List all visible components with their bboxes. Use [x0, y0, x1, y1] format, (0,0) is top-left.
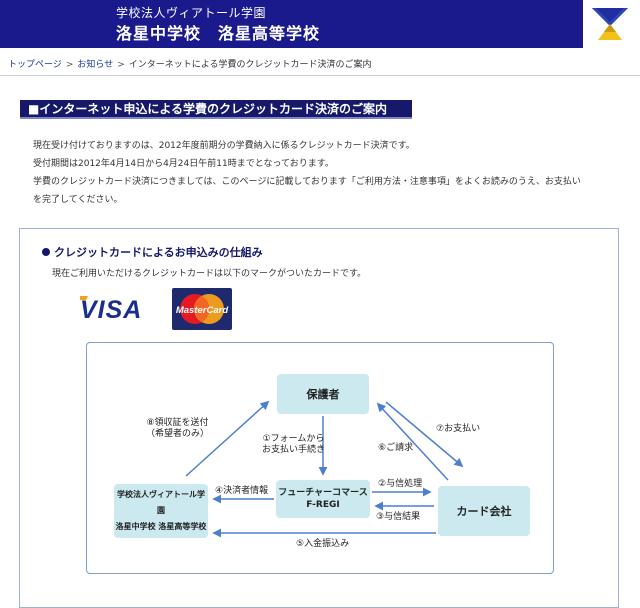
header-band: [0, 0, 108, 48]
step5-label: ⑤入金振込み: [296, 539, 350, 549]
intro-line: 学費のクレジットカード決済につきましては、このページに記載しております「ご利用方…: [33, 177, 581, 187]
node-school: 学校法人ヴィアトール学園 洛星中学校 洛星高等学校: [114, 484, 208, 538]
breadcrumb-separator: >: [65, 60, 74, 70]
step6-label: ⑥ご請求: [378, 443, 414, 453]
step3-label: ③与信結果: [376, 512, 421, 522]
node-future-commerce: フューチャーコマース F-REGI: [276, 480, 370, 518]
step7-label: ⑦お支払い: [436, 424, 481, 434]
step2-label: ②与信処理: [378, 479, 423, 489]
breadcrumb-current: インターネットによる学費のクレジットカード決済のご案内: [128, 60, 372, 70]
step1-label: ①フォームから お支払い手続き: [262, 434, 325, 456]
divider: [0, 75, 640, 76]
step1-line: お支払い手続き: [262, 445, 326, 455]
intro-line: 受付期間は2012年4月14日から4月24日午前11時までとなっております。: [33, 159, 334, 169]
step4-label: ④決済者情報: [215, 486, 269, 496]
section-title: クレジットカードによるお申込みの仕組み: [42, 244, 263, 260]
breadcrumb: トップページ>お知らせ>インターネットによる学費のクレジットカード決済のご案内: [8, 57, 371, 70]
node-future-commerce-name: フューチャーコマース: [278, 488, 368, 498]
breadcrumb-separator: >: [117, 60, 125, 70]
visa-logo-text: VISA: [80, 296, 142, 324]
school-title-block[interactable]: 学校法人ヴィアトール学園 洛星中学校 洛星高等学校: [108, 0, 583, 48]
section-description: 現在ご利用いただけるクレジットカードは以下のマークがついたカードです。: [52, 269, 367, 279]
node-guardian: 保護者: [277, 374, 369, 414]
section-title-text: クレジットカードによるお申込みの仕組み: [54, 246, 263, 259]
breadcrumb-link-news[interactable]: お知らせ: [77, 60, 114, 70]
node-school-corporation: 学校法人ヴィアトール学園: [117, 490, 205, 515]
step8-line: ⑧領収証を送付: [146, 418, 209, 428]
step8-label: ⑧領収証を送付 （希望者のみ）: [146, 418, 209, 440]
intro-line: 現在受け付けておりますのは、2012年度前期分の学費納入に係るクレジットカード決…: [33, 141, 415, 151]
intro-line: を完了してください。: [33, 195, 123, 205]
school-logo-icon[interactable]: [590, 4, 630, 44]
page-header: 学校法人ヴィアトール学園 洛星中学校 洛星高等学校: [0, 0, 640, 48]
intro-text: 現在受け付けておりますのは、2012年度前期分の学費納入に係るクレジットカード決…: [33, 137, 581, 209]
breadcrumb-link-top[interactable]: トップページ: [8, 60, 62, 70]
node-future-commerce-service: F-REGI: [306, 500, 340, 510]
node-school-names: 洛星中学校 洛星高等学校: [115, 522, 207, 531]
page-heading: ■インターネット申込による学費のクレジットカード決済のご案内: [20, 100, 412, 119]
school-corporation-name: 学校法人ヴィアトール学園: [116, 6, 267, 20]
mastercard-logo-text: MasterCard: [176, 305, 228, 316]
school-name: 洛星中学校 洛星高等学校: [116, 24, 321, 43]
node-card-company: カード会社: [438, 486, 530, 536]
step1-line: ①フォームから: [262, 434, 325, 444]
visa-logo-icon: VISA: [80, 296, 142, 324]
bullet-icon: [42, 248, 50, 256]
step8-line: （希望者のみ）: [146, 429, 210, 439]
mastercard-logo-icon: MasterCard: [172, 288, 232, 330]
